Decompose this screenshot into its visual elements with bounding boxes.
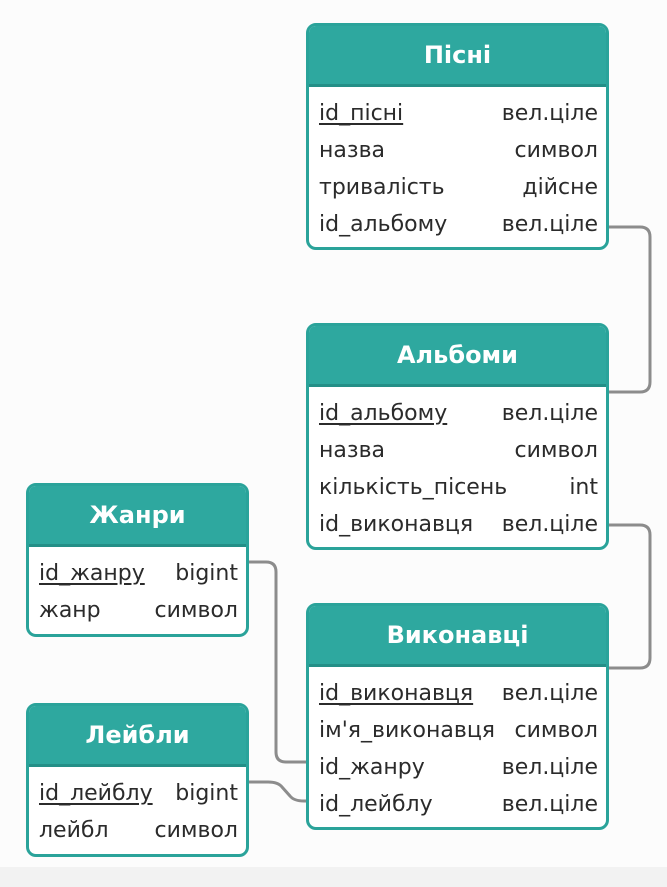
table-row: id_пісні вел.ціле: [319, 95, 598, 132]
connector-artists-genres: [246, 560, 308, 764]
field-type: bigint: [175, 781, 238, 806]
field-name: id_виконавця: [319, 512, 474, 537]
table-row: id_альбому вел.ціле: [319, 206, 598, 243]
table-labels: Лейбли id_лейблу bigint лейбл символ: [26, 703, 249, 857]
field-name: id_альбому: [319, 212, 448, 237]
field-type: int: [569, 475, 598, 500]
connector-albums-artists: [607, 523, 652, 670]
connector-artists-labels: [246, 780, 308, 803]
table-songs-title: Пісні: [309, 26, 606, 87]
field-name: id_пісні: [319, 101, 404, 126]
table-genres: Жанри id_жанру bigint жанр символ: [26, 483, 249, 637]
field-type: вел.ціле: [501, 101, 598, 126]
field-type: символ: [514, 438, 598, 463]
field-name: тривалість: [319, 175, 445, 200]
table-row: жанр символ: [39, 592, 238, 629]
table-row: id_лейблу вел.ціле: [319, 786, 598, 823]
table-genres-title: Жанри: [29, 486, 246, 547]
field-name: назва: [319, 138, 386, 163]
field-name: назва: [319, 438, 386, 463]
field-name: лейбл: [39, 818, 109, 843]
table-artists: Виконавці id_виконавця вел.ціле ім'я_вик…: [306, 603, 609, 830]
bottom-band: [0, 867, 667, 887]
table-row: назва символ: [319, 132, 598, 169]
table-row: id_жанру вел.ціле: [319, 749, 598, 786]
field-type: вел.ціле: [501, 401, 598, 426]
table-albums-title: Альбоми: [309, 326, 606, 387]
table-row: назва символ: [319, 432, 598, 469]
field-name: id_жанру: [319, 755, 425, 780]
field-type: вел.ціле: [501, 792, 598, 817]
table-artists-title: Виконавці: [309, 606, 606, 667]
table-row: id_виконавця вел.ціле: [319, 506, 598, 543]
table-row: кількість_пісень int: [319, 469, 598, 506]
table-labels-title: Лейбли: [29, 706, 246, 767]
table-albums: Альбоми id_альбому вел.ціле назва символ…: [306, 323, 609, 550]
field-type: вел.ціле: [501, 681, 598, 706]
table-row: id_лейблу bigint: [39, 775, 238, 812]
table-row: лейбл символ: [39, 812, 238, 849]
field-name: id_лейблу: [39, 781, 153, 806]
field-name: кількість_пісень: [319, 475, 508, 500]
field-name: id_альбому: [319, 401, 448, 426]
table-row: id_виконавця вел.ціле: [319, 675, 598, 712]
field-name: id_жанру: [39, 561, 145, 586]
field-name: id_лейблу: [319, 792, 433, 817]
table-row: id_жанру bigint: [39, 555, 238, 592]
field-name: id_виконавця: [319, 681, 474, 706]
field-type: вел.ціле: [501, 755, 598, 780]
field-type: символ: [154, 598, 238, 623]
table-row: id_альбому вел.ціле: [319, 395, 598, 432]
table-row: ім'я_виконавця символ: [319, 712, 598, 749]
connector-songs-albums: [607, 225, 652, 394]
field-type: вел.ціле: [501, 212, 598, 237]
table-row: тривалість дійсне: [319, 169, 598, 206]
field-name: жанр: [39, 598, 101, 623]
field-type: bigint: [175, 561, 238, 586]
field-type: символ: [154, 818, 238, 843]
field-type: дійсне: [522, 175, 598, 200]
field-type: символ: [514, 138, 598, 163]
field-type: вел.ціле: [501, 512, 598, 537]
field-name: ім'я_виконавця: [319, 718, 496, 743]
table-songs: Пісні id_пісні вел.ціле назва символ три…: [306, 23, 609, 250]
field-type: символ: [514, 718, 598, 743]
